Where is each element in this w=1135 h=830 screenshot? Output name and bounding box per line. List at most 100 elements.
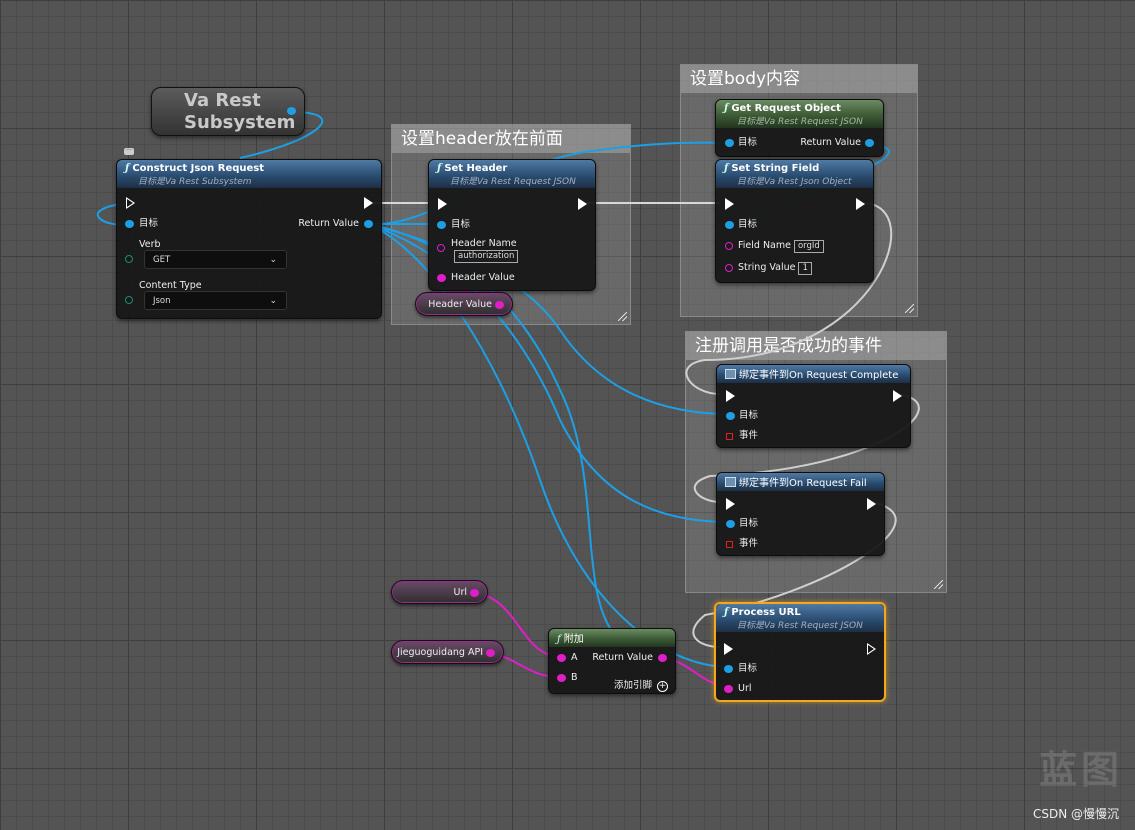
verb-input-pin[interactable] — [125, 255, 133, 263]
event-input-pin[interactable] — [726, 541, 733, 548]
target-label: 目标 — [451, 219, 471, 230]
a-input-pin[interactable] — [557, 654, 566, 662]
node-title: 绑定事件到On Request Complete — [739, 370, 899, 381]
content-type-dropdown[interactable]: Json ⌄ — [144, 291, 287, 310]
exec-input-pin[interactable] — [726, 390, 735, 402]
string-value-input-pin[interactable] — [725, 264, 733, 272]
exec-output-pin[interactable] — [578, 198, 587, 210]
add-pin-button[interactable]: 添加引脚 + — [614, 677, 668, 692]
node-title: Construct Json Request — [132, 163, 265, 174]
node-subtitle: 目标是Va Rest Request JSON — [737, 621, 863, 631]
string-output-pin[interactable] — [470, 589, 479, 597]
add-pin-label: 添加引脚 — [613, 680, 652, 691]
comment-title: 设置header放在前面 — [392, 125, 630, 153]
string-output-pin[interactable] — [495, 301, 504, 309]
bind-on-request-complete-node[interactable]: 绑定事件到On Request Complete 目标 事件 — [716, 364, 911, 448]
string-value-textbox[interactable]: 1 — [798, 262, 812, 275]
exec-input-pin[interactable] — [724, 643, 733, 655]
node-subtitle: 目标是Va Rest Request JSON — [737, 117, 863, 127]
function-icon: ƒ — [437, 163, 442, 174]
content-type-label: Content Type — [139, 280, 202, 291]
resize-grip[interactable] — [934, 580, 943, 589]
field-name-input-pin[interactable] — [725, 242, 733, 250]
return-value-pin[interactable] — [658, 654, 667, 662]
header-value-variable[interactable]: Header Value — [415, 292, 513, 316]
resize-grip[interactable] — [905, 304, 914, 313]
target-label: 目标 — [738, 219, 758, 230]
header-name-textbox[interactable]: authorization — [454, 250, 519, 263]
target-input-pin[interactable] — [726, 520, 735, 528]
url-input-pin[interactable] — [724, 685, 733, 693]
exec-input-pin[interactable] — [126, 197, 135, 209]
blueprint-watermark: 蓝图 — [1038, 748, 1123, 792]
verb-dropdown[interactable]: GET ⌄ — [144, 250, 287, 269]
exec-input-pin[interactable] — [725, 198, 734, 210]
url-variable[interactable]: Url — [391, 580, 488, 604]
node-title: Set Header — [444, 163, 508, 174]
return-value-pin[interactable] — [865, 139, 874, 147]
node-title: Set String Field — [731, 163, 820, 174]
add-pin-icon: + — [657, 681, 668, 692]
target-label: 目标 — [738, 663, 758, 674]
node-title: 绑定事件到On Request Fail — [739, 478, 867, 489]
event-input-pin[interactable] — [726, 433, 733, 440]
field-name-label: Field Name — [738, 240, 791, 251]
content-type-input-pin[interactable] — [125, 296, 133, 304]
target-input-pin[interactable] — [437, 221, 446, 229]
exec-input-pin[interactable] — [726, 498, 735, 510]
node-header: 绑定事件到On Request Complete — [717, 365, 910, 383]
verb-value: GET — [153, 255, 171, 265]
node-title: 附加 — [563, 634, 584, 645]
comment-icon[interactable]: ··· — [124, 148, 134, 155]
header-name-input-pin[interactable] — [437, 244, 445, 252]
va-rest-subsystem-node[interactable]: Va Rest Subsystem — [151, 87, 305, 136]
target-input-pin[interactable] — [725, 221, 734, 229]
bind-on-request-fail-node[interactable]: 绑定事件到On Request Fail 目标 事件 — [716, 472, 885, 556]
a-label: A — [571, 652, 578, 663]
event-label: 事件 — [739, 430, 759, 441]
return-value-label: Return Value — [800, 137, 861, 148]
b-input-pin[interactable] — [557, 674, 566, 682]
exec-output-pin[interactable] — [364, 197, 373, 209]
exec-output-pin[interactable] — [856, 198, 865, 210]
jieguoguidang-api-variable[interactable]: Jieguoguidang API — [391, 640, 504, 664]
function-icon: ƒ — [724, 103, 729, 114]
variable-label: Url — [453, 587, 468, 598]
b-label: B — [571, 672, 578, 683]
return-value-label: Return Value — [298, 218, 359, 229]
function-icon: ƒ — [724, 607, 729, 618]
node-subtitle: 目标是Va Rest Json Object — [737, 177, 852, 187]
target-input-pin[interactable] — [725, 139, 734, 147]
exec-output-pin[interactable] — [867, 498, 876, 510]
string-output-pin[interactable] — [486, 649, 495, 657]
header-name-label: Header Name — [451, 238, 517, 249]
exec-output-pin[interactable] — [893, 390, 902, 402]
header-value-input-pin[interactable] — [437, 274, 446, 282]
exec-input-pin[interactable] — [438, 198, 447, 210]
chevron-down-icon: ⌄ — [269, 255, 277, 265]
comment-title: 设置body内容 — [681, 65, 917, 93]
exec-output-pin[interactable] — [867, 643, 876, 655]
chevron-down-icon: ⌄ — [269, 296, 277, 306]
comment-title: 注册调用是否成功的事件 — [686, 332, 946, 360]
target-input-pin[interactable] — [125, 220, 134, 228]
node-header: 绑定事件到On Request Fail — [717, 473, 884, 491]
field-name-textbox[interactable]: orgId — [793, 240, 824, 253]
target-input-pin[interactable] — [724, 665, 733, 673]
subsystem-label-1: Va Rest — [184, 90, 261, 111]
object-output-pin[interactable] — [287, 107, 296, 115]
target-input-pin[interactable] — [726, 412, 735, 420]
resize-grip[interactable] — [618, 312, 627, 321]
node-subtitle: 目标是Va Rest Subsystem — [138, 177, 252, 187]
return-value-pin[interactable] — [364, 220, 373, 228]
variable-label: Header Value — [428, 299, 492, 310]
